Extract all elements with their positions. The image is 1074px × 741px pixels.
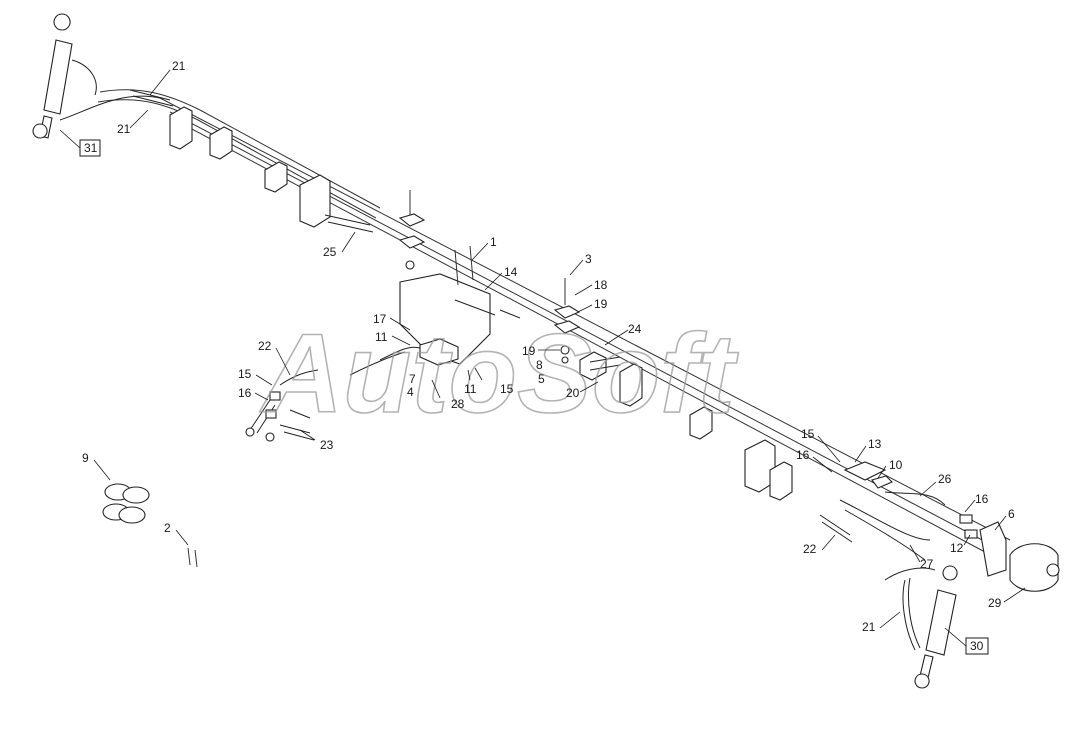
callout-15: 15 xyxy=(500,382,514,396)
main-frame xyxy=(97,89,1011,561)
callout-15: 15 xyxy=(801,427,815,441)
callout-11: 11 xyxy=(375,330,388,344)
watermark-text: AutoSoft xyxy=(259,311,739,436)
bolt-stack-right xyxy=(553,278,581,364)
callout-4: 4 xyxy=(407,385,414,399)
left-fittings xyxy=(245,369,319,442)
callout-30: 30 xyxy=(970,639,984,653)
callout-21: 21 xyxy=(862,620,876,634)
callout-3: 3 xyxy=(585,252,592,266)
right-cylinder xyxy=(884,565,958,689)
callout-29: 29 xyxy=(988,596,1002,610)
callout-22: 22 xyxy=(803,542,817,556)
callout-15: 15 xyxy=(238,367,252,381)
callout-18: 18 xyxy=(594,278,608,292)
callout-6: 6 xyxy=(1008,507,1015,521)
callout-9: 9 xyxy=(82,451,89,465)
callout-7: 7 xyxy=(409,372,416,386)
callout-21: 21 xyxy=(117,122,131,136)
callout-10: 10 xyxy=(889,458,903,472)
callout-16: 16 xyxy=(796,448,810,462)
right-fittings xyxy=(819,461,978,561)
callout-13: 13 xyxy=(868,437,882,451)
callout-16: 16 xyxy=(238,386,252,400)
callout-19: 19 xyxy=(522,344,536,358)
accumulator xyxy=(979,521,1060,592)
callout-1: 1 xyxy=(490,235,497,249)
callout-27: 27 xyxy=(920,557,934,571)
callout-12: 12 xyxy=(950,541,964,555)
callout-5: 5 xyxy=(538,372,545,386)
callout-31: 31 xyxy=(84,141,98,155)
bolt-stack-center xyxy=(398,190,474,286)
callout-23: 23 xyxy=(320,438,334,452)
callouts: 21 21 31 25 1 14 3 18 19 24 19 8 5 20 17… xyxy=(59,59,1026,655)
callout-26: 26 xyxy=(938,472,952,486)
callout-22: 22 xyxy=(258,339,272,353)
callout-25: 25 xyxy=(323,245,337,259)
callout-2: 2 xyxy=(164,521,171,535)
callout-28: 28 xyxy=(451,397,465,411)
callout-19: 19 xyxy=(594,297,608,311)
callout-14: 14 xyxy=(504,265,518,279)
left-cylinder xyxy=(32,13,97,139)
callout-21: 21 xyxy=(172,59,186,73)
callout-8: 8 xyxy=(536,358,543,372)
o-rings xyxy=(102,483,150,524)
center-valve-block xyxy=(349,299,621,376)
callout-24: 24 xyxy=(628,322,642,336)
callout-16: 16 xyxy=(975,492,989,506)
callout-20: 20 xyxy=(566,386,580,400)
callout-11: 11 xyxy=(464,382,477,396)
screws xyxy=(187,547,198,568)
callout-17: 17 xyxy=(373,312,387,326)
